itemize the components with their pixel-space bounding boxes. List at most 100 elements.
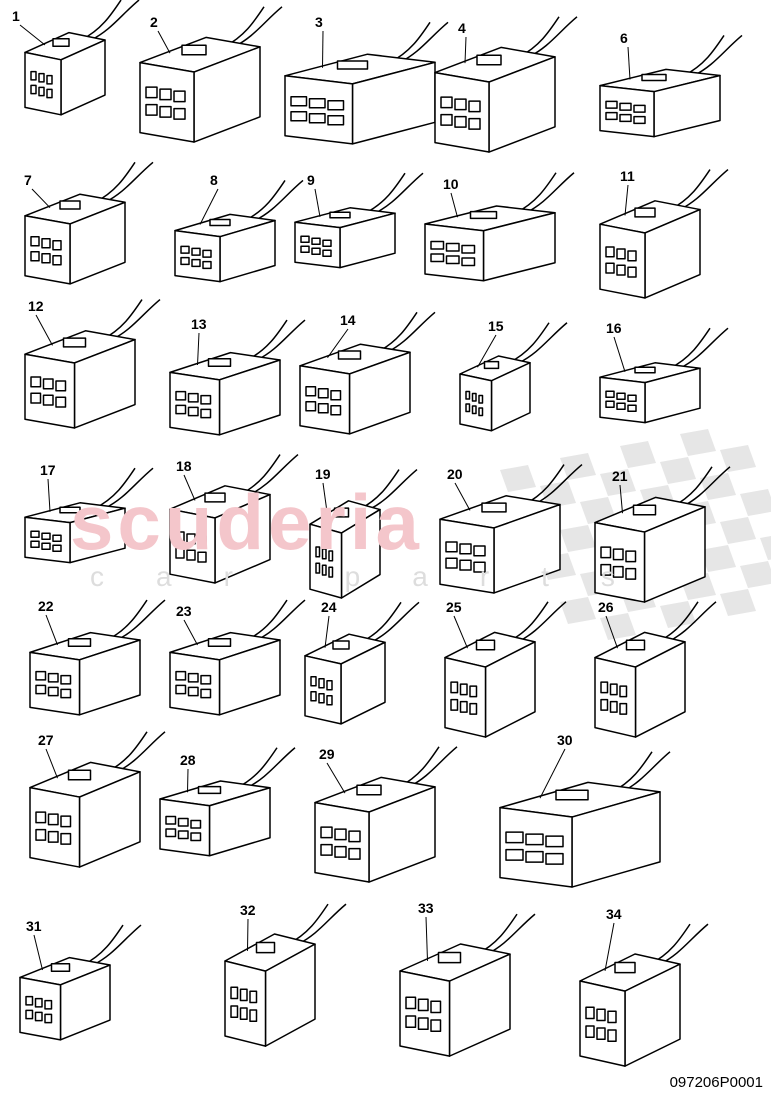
connector-1 bbox=[19, 0, 140, 116]
part-label-16: 16 bbox=[606, 320, 622, 336]
pin-cavity bbox=[175, 547, 185, 559]
pin-cavity bbox=[35, 828, 47, 841]
pin-cavity bbox=[47, 813, 59, 826]
pin-cavity bbox=[430, 1000, 442, 1014]
leader-line bbox=[613, 336, 626, 372]
pin-cavity bbox=[605, 246, 615, 258]
connector-front bbox=[29, 651, 81, 716]
pin-cavity bbox=[478, 394, 484, 404]
pin-cavity bbox=[326, 695, 333, 706]
part-label-1: 1 bbox=[12, 8, 20, 24]
pin-cavity bbox=[600, 546, 612, 559]
latch bbox=[181, 44, 207, 56]
leader-line bbox=[157, 30, 171, 54]
wire bbox=[104, 161, 154, 203]
pin-cavity bbox=[328, 566, 334, 578]
connector-front bbox=[399, 970, 451, 1057]
pin-cavity bbox=[454, 98, 467, 111]
connector-26 bbox=[594, 601, 717, 738]
part-label-22: 22 bbox=[38, 598, 54, 614]
part-label-33: 33 bbox=[418, 900, 434, 916]
pin-cavity bbox=[290, 111, 308, 122]
flag-square bbox=[740, 561, 771, 588]
pin-cavity bbox=[200, 394, 212, 405]
pin-cavity bbox=[505, 848, 524, 861]
connector-31 bbox=[19, 924, 142, 1041]
pin-cavity bbox=[445, 541, 458, 553]
leader-line bbox=[326, 762, 346, 794]
connector-front bbox=[174, 229, 221, 283]
flag-square bbox=[760, 536, 771, 560]
pin-cavity bbox=[186, 533, 196, 545]
part-label-10: 10 bbox=[443, 176, 459, 192]
part-label-32: 32 bbox=[240, 902, 256, 918]
latch bbox=[336, 60, 369, 70]
part-label-9: 9 bbox=[307, 172, 315, 188]
leader-line bbox=[604, 922, 615, 971]
pin-cavity bbox=[321, 564, 327, 576]
flag-square bbox=[660, 457, 696, 484]
latch bbox=[333, 507, 350, 518]
pin-cavity bbox=[311, 237, 321, 245]
pin-cavity bbox=[619, 702, 628, 715]
latch bbox=[67, 638, 92, 647]
pin-cavity bbox=[322, 239, 332, 247]
wire bbox=[297, 903, 347, 945]
pin-cavity bbox=[35, 811, 47, 824]
pin-cavity bbox=[187, 406, 199, 417]
connector-front bbox=[284, 75, 354, 145]
latch bbox=[625, 639, 646, 651]
wire bbox=[408, 746, 458, 788]
pin-cavity bbox=[41, 238, 51, 249]
pin-cavity bbox=[42, 394, 54, 406]
part-label-29: 29 bbox=[319, 746, 335, 762]
pin-cavity bbox=[609, 700, 618, 713]
pin-cavity bbox=[202, 260, 212, 270]
pin-cavity bbox=[627, 404, 637, 412]
wire bbox=[116, 599, 166, 641]
pin-cavity bbox=[41, 253, 51, 264]
pin-cavity bbox=[430, 253, 445, 263]
pin-cavity bbox=[633, 104, 646, 113]
pin-cavity bbox=[461, 244, 476, 254]
pin-cavity bbox=[465, 403, 471, 413]
pin-cavity bbox=[318, 693, 325, 704]
pin-cavity bbox=[585, 1025, 595, 1038]
pin-cavity bbox=[239, 988, 248, 1002]
connector-25 bbox=[444, 601, 567, 738]
leader-line bbox=[35, 314, 53, 346]
pin-cavity bbox=[60, 674, 72, 685]
wire bbox=[116, 731, 166, 773]
flag-square bbox=[700, 545, 736, 572]
pin-cavity bbox=[616, 392, 626, 400]
pin-cavity bbox=[249, 990, 258, 1004]
pin-cavity bbox=[405, 1015, 417, 1028]
wire bbox=[92, 924, 142, 966]
latch bbox=[634, 366, 656, 374]
wire bbox=[528, 16, 578, 58]
connector-front bbox=[594, 521, 646, 603]
pin-cavity bbox=[290, 96, 308, 107]
pin-cavity bbox=[627, 250, 637, 262]
flag-square bbox=[680, 429, 716, 456]
pin-cavity bbox=[30, 236, 40, 247]
pin-cavity bbox=[445, 242, 460, 252]
part-label-23: 23 bbox=[176, 603, 192, 619]
connector-33 bbox=[399, 913, 536, 1057]
pin-cavity bbox=[334, 828, 347, 841]
pin-cavity bbox=[445, 255, 460, 265]
pin-cavity bbox=[348, 847, 361, 860]
pin-cavity bbox=[605, 390, 615, 398]
flag-square bbox=[720, 589, 756, 616]
pin-cavity bbox=[454, 115, 467, 128]
pin-cavity bbox=[327, 115, 345, 126]
connector-front bbox=[19, 976, 62, 1041]
flag-square bbox=[500, 465, 536, 492]
leader-line bbox=[47, 478, 51, 512]
connector-15 bbox=[459, 322, 568, 432]
pin-cavity bbox=[318, 678, 325, 689]
pin-cavity bbox=[46, 88, 53, 99]
leader-line bbox=[450, 192, 458, 218]
connector-front bbox=[314, 801, 370, 883]
